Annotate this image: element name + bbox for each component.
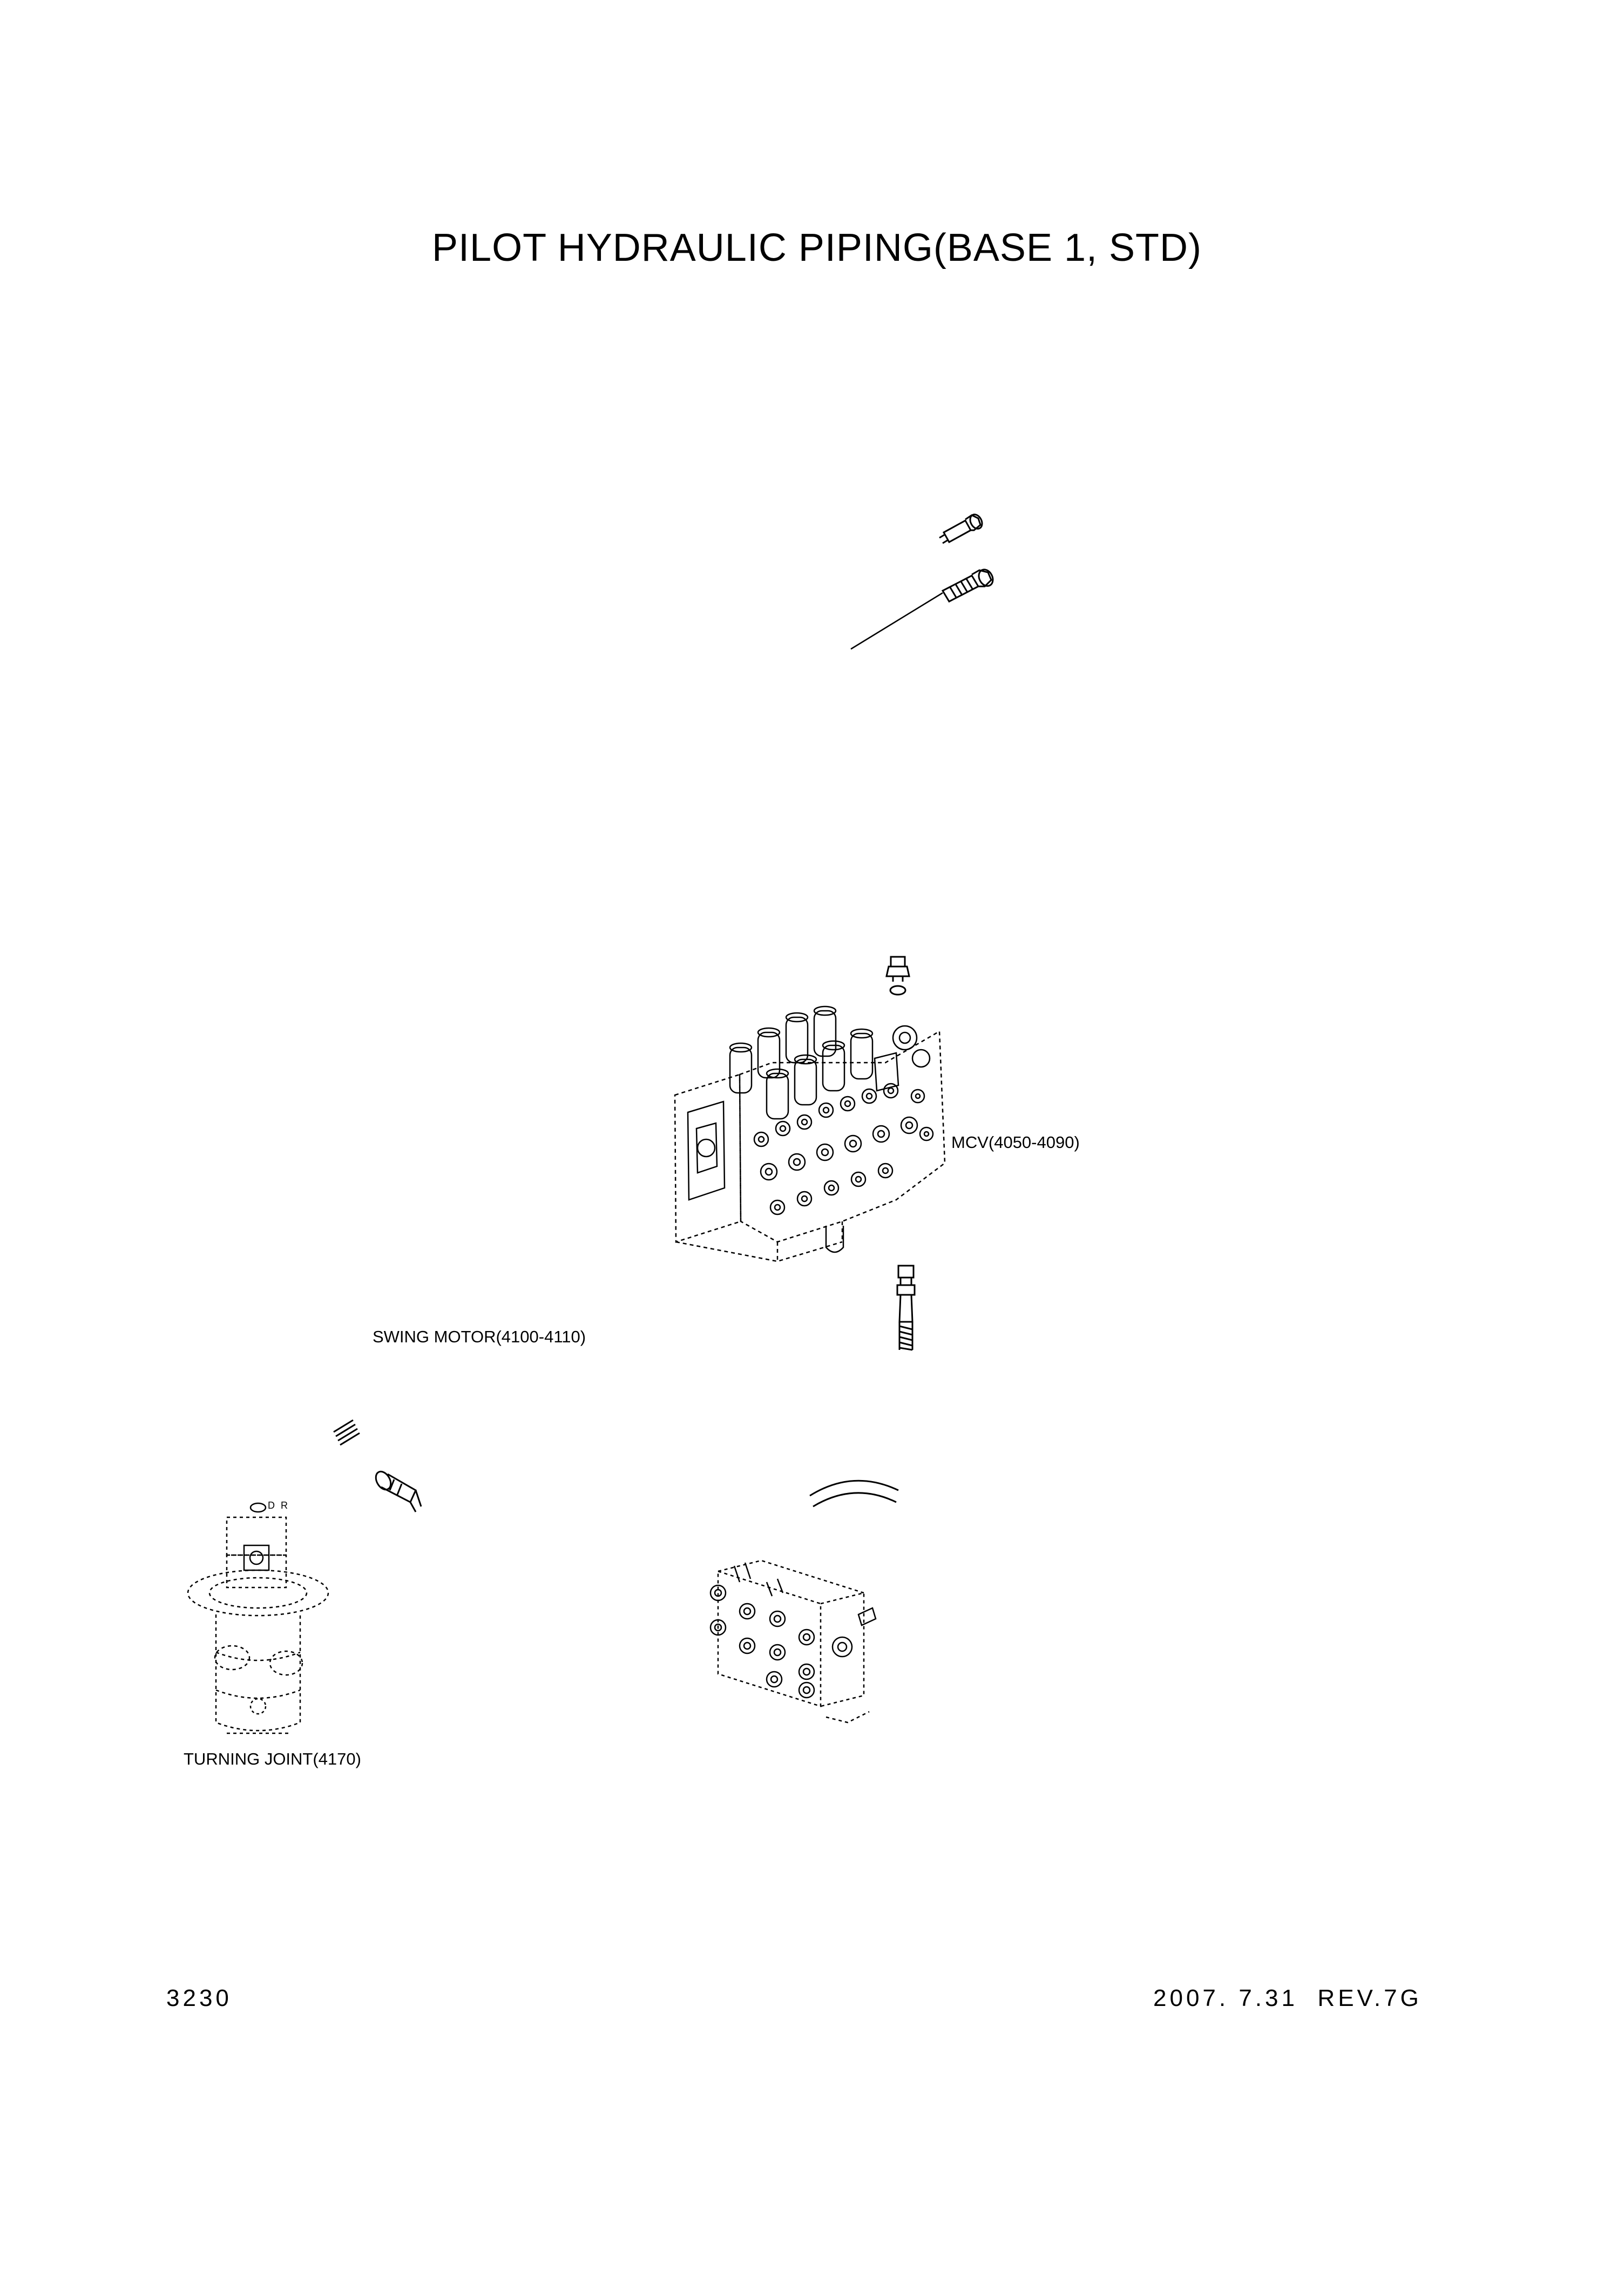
page-title: PILOT HYDRAULIC PIPING(BASE 1, STD) <box>432 226 1202 269</box>
turning-joint <box>187 1502 329 1734</box>
manifold-fittings <box>709 1584 877 1699</box>
swing-motor-label: SWING MOTOR(4100-4110) <box>373 1327 586 1346</box>
date-revision: 2007. 7.31 REV.7G <box>1153 1985 1422 2011</box>
turning-joint-label: TURNING JOINT(4170) <box>184 1749 361 1768</box>
mcv-bottom-fitting <box>896 1265 916 1351</box>
page-number: 3230 <box>166 1985 232 2011</box>
mcv-block <box>674 1005 946 1262</box>
mcv-spool-caps <box>729 1005 874 1120</box>
mcv-top-fitting <box>885 956 910 996</box>
arc-hose <box>809 1479 899 1508</box>
swing-motor-fitting <box>375 1470 422 1512</box>
mcv-label: MCV(4050-4090) <box>951 1133 1080 1152</box>
mcv-ports <box>753 1083 934 1215</box>
dr-port-mark: D R <box>268 1500 289 1511</box>
swing-motor-spring <box>333 1419 360 1446</box>
upper-fitting-small <box>939 514 983 544</box>
pilot-manifold <box>709 1559 877 1724</box>
upper-fitting-with-pipe <box>850 569 994 650</box>
